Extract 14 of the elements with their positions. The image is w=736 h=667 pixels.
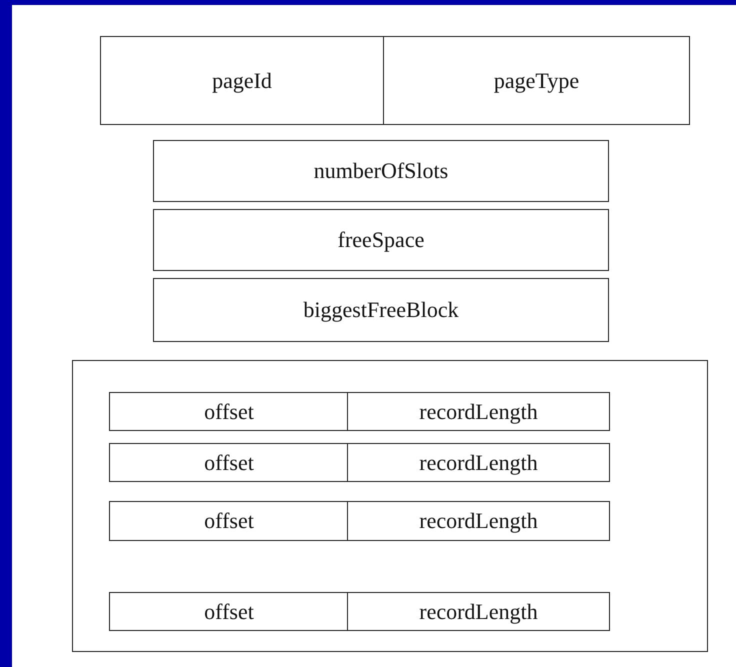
slot-field-box: offset [109, 592, 349, 631]
slot-field-box: recordLength [347, 501, 610, 541]
header-field-box: pageId [100, 36, 384, 125]
slot-field-box: recordLength [347, 592, 610, 631]
header-field-box: pageType [383, 36, 690, 125]
slot-field-box: offset [109, 443, 349, 482]
slot-field-box: recordLength [347, 443, 610, 482]
slot-field-box: offset [109, 501, 349, 541]
header-field-box: freeSpace [153, 209, 609, 271]
slot-directory-box [72, 360, 708, 652]
header-field-box: numberOfSlots [153, 140, 609, 202]
slot-field-box: offset [109, 392, 349, 431]
slot-field-box: recordLength [347, 392, 610, 431]
header-field-box: biggestFreeBlock [153, 278, 609, 342]
